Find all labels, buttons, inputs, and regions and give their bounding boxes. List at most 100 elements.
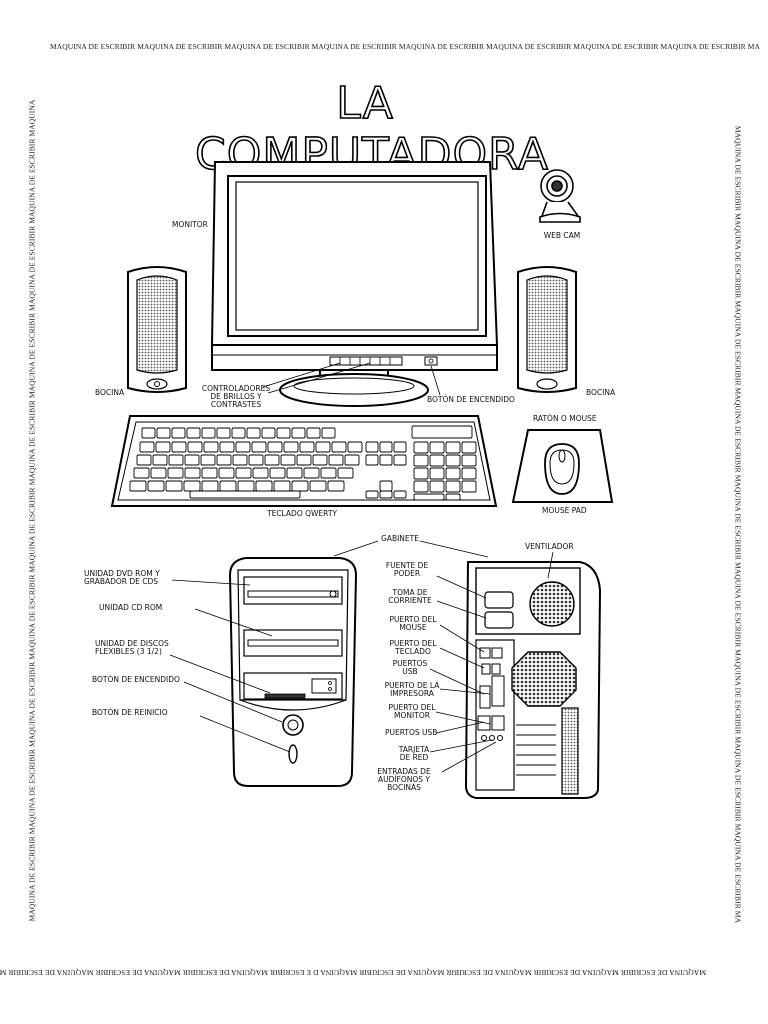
keyboard-key <box>328 454 344 466</box>
label-fuente: FUENTE DE PODER <box>385 561 429 578</box>
label-bocina-left: BOCINA <box>95 388 125 397</box>
keyboard-key <box>306 427 321 439</box>
keyboard-key <box>429 467 445 480</box>
keyboard-key <box>413 493 445 501</box>
keyboard-key <box>201 427 216 439</box>
keyboard-key <box>165 480 183 492</box>
label-bocina-right: BOCINA <box>586 388 616 397</box>
keyboard-key <box>413 467 429 480</box>
keyboard-key <box>461 480 477 493</box>
label-boton-reinicio: BOTÓN DE REINICIO <box>92 708 168 717</box>
keyboard <box>110 415 498 507</box>
border-text-top: MAQUINA DE ESCRIBIR MAQUINA DE ESCRIBIR … <box>50 42 760 51</box>
keyboard-key <box>273 480 291 492</box>
keyboard-key <box>237 480 255 492</box>
keyboard-key <box>232 454 248 466</box>
keyboard-key <box>216 454 232 466</box>
keyboard-key <box>255 480 273 492</box>
label-raton: RATÓN O MOUSE <box>533 414 597 423</box>
label-dvd: UNIDAD DVD ROM Y GRABADOR DE CDS <box>84 569 160 586</box>
label-controladores: CONTROLADORES DE BRILLOS Y CONTRASTES <box>201 384 271 409</box>
label-discos: UNIDAD DE DISCOS FLEXIBLES (3 1/2) <box>95 639 169 656</box>
keyboard-key <box>141 427 156 439</box>
keyboard-key <box>365 490 379 499</box>
keyboard-key <box>248 454 264 466</box>
keyboard-key <box>167 467 184 479</box>
keyboard-key <box>312 454 328 466</box>
keyboard-key <box>231 427 246 439</box>
label-tarjeta-red: TARJETA DE RED <box>398 745 430 762</box>
keyboard-key <box>327 480 345 492</box>
monitor <box>211 161 498 407</box>
keyboard-key <box>461 454 477 467</box>
tower-back <box>464 561 602 799</box>
keyboard-key <box>303 467 320 479</box>
keyboard-key <box>291 480 309 492</box>
keyboard-key <box>187 441 203 453</box>
keyboard-key <box>429 454 445 467</box>
label-monitor: MONITOR <box>172 220 208 229</box>
keyboard-key <box>283 441 299 453</box>
keyboard-key <box>219 480 237 492</box>
keyboard-key <box>200 454 216 466</box>
keyboard-key <box>445 454 461 467</box>
keyboard-key <box>203 441 219 453</box>
keyboard-key <box>379 480 393 492</box>
keyboard-key <box>155 441 171 453</box>
label-boton-encendido-monitor: BOTÓN DE ENCENDIDO <box>427 395 515 404</box>
keyboard-key <box>365 441 379 453</box>
keyboard-key <box>171 441 187 453</box>
keyboard-key <box>276 427 291 439</box>
keyboard-key <box>365 454 379 466</box>
keyboard-key <box>201 467 218 479</box>
label-entradas: ENTRADAS DE AUDÍFONOS Y BOCINAS <box>377 767 431 792</box>
keyboard-key <box>219 441 235 453</box>
keyboard-key <box>133 467 150 479</box>
keyboard-key <box>183 480 201 492</box>
keyboard-key <box>184 467 201 479</box>
keyboard-key <box>296 454 312 466</box>
keyboard-key <box>150 467 167 479</box>
keyboard-key <box>445 441 461 454</box>
keyboard-key <box>320 467 337 479</box>
speaker-left <box>127 266 187 393</box>
keyboard-key <box>136 454 152 466</box>
label-puerto-mouse: PUERTO DEL MOUSE <box>389 615 437 632</box>
keyboard-key <box>393 454 407 466</box>
keyboard-key <box>429 480 445 493</box>
keyboard-key <box>201 480 219 492</box>
keyboard-key <box>218 467 235 479</box>
label-ventilador: VENTILADOR <box>525 542 574 551</box>
keyboard-key <box>286 467 303 479</box>
label-mouse-pad: MOUSE PAD <box>542 506 587 515</box>
keyboard-key <box>261 427 276 439</box>
keyboard-key <box>139 441 155 453</box>
keyboard-key <box>321 427 336 439</box>
keyboard-key <box>315 441 331 453</box>
keyboard-key <box>147 480 165 492</box>
keyboard-key <box>264 454 280 466</box>
keyboard-key <box>152 454 168 466</box>
label-puerto-impresora: PUERTO DE LA IMPRESORA <box>384 681 440 698</box>
keyboard-key <box>280 454 296 466</box>
keyboard-key <box>411 425 473 439</box>
keyboard-key <box>156 427 171 439</box>
keyboard-key <box>445 493 461 501</box>
label-teclado: TECLADO QWERTY <box>267 509 337 518</box>
speaker-right <box>517 266 577 393</box>
label-puerto-teclado: PUERTO DEL TECLADO <box>389 639 437 656</box>
keyboard-key <box>251 441 267 453</box>
keyboard-key <box>445 480 461 493</box>
keyboard-key <box>252 467 269 479</box>
keyboard-key <box>246 427 261 439</box>
keyboard-key <box>461 441 477 454</box>
keyboard-key <box>344 454 360 466</box>
keyboard-key <box>186 427 201 439</box>
webcam <box>539 169 581 223</box>
keyboard-key <box>189 490 301 499</box>
label-toma: TOMA DE CORRIENTE <box>388 588 432 605</box>
keyboard-key <box>413 441 429 454</box>
keyboard-key <box>267 441 283 453</box>
keyboard-key <box>269 467 286 479</box>
